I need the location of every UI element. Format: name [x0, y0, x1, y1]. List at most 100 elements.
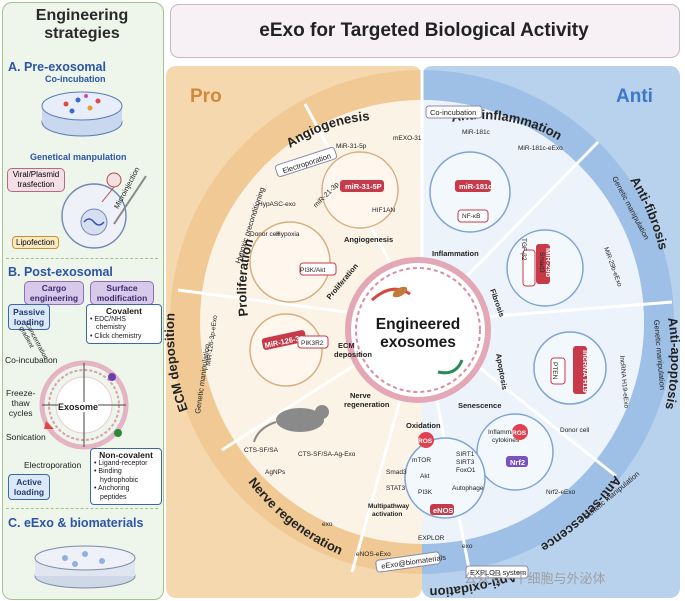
t-inflammatory-2: cytokines — [492, 437, 520, 444]
t-hypasc: HypASC-exo — [258, 201, 296, 208]
noncovalent-item-3: hydrophobic — [100, 476, 139, 484]
in-ecm-1: ECM — [338, 341, 355, 350]
detail-circles — [249, 151, 607, 519]
cargo-engineering-pill: Cargo engineering — [24, 281, 84, 305]
covalent-title: Covalent — [106, 306, 142, 316]
t-mir181c: miR-181c — [459, 182, 492, 191]
freeze-thaw-label: Freeze- thaw cycles — [6, 388, 35, 418]
in-nerve-2: regeneration — [344, 400, 390, 409]
t-exo-1: exo — [322, 521, 333, 528]
t-mir181c-exo: MiR-181c-eExo — [518, 145, 563, 152]
center-line-1: Engineered — [375, 316, 461, 333]
mouse-icon — [276, 408, 324, 432]
cell-transfection-icon — [61, 172, 147, 249]
t-ros-2: ROS — [512, 430, 527, 437]
heading-line-2: strategies — [44, 25, 120, 42]
t-mtor: mTOR — [412, 457, 431, 464]
t-nfkb: NF-κB — [462, 213, 480, 220]
t-agnps: AgNPs — [265, 469, 286, 476]
divider-1 — [6, 258, 158, 259]
cargo-line-2: engineering — [29, 293, 79, 303]
t-stat3: STAT3 — [386, 485, 406, 492]
covalent-item-3: • Click chemistry — [90, 332, 142, 340]
noncovalent-item-2: • Binding — [94, 468, 122, 475]
freeze-line-3: cycles — [8, 408, 33, 418]
t-mexo31: mEXO-31 — [393, 135, 422, 142]
noncovalent-item-4: • Anchoring — [94, 485, 130, 492]
surface-line-1: Surface — [106, 283, 138, 293]
t-pi3k: PI3K — [418, 489, 433, 496]
noncovalent-title: Non-covalent — [99, 450, 153, 460]
t-pten: PTEN — [551, 362, 558, 380]
t-pik3r2: PIK3R2 — [301, 340, 324, 347]
t-akt: Akt — [420, 473, 430, 480]
sonication-label: Sonication — [6, 432, 46, 442]
t-nrf2-exo: Nrf2-eExo — [546, 489, 576, 496]
noncovalent-item-1: • Ligand-receptor — [94, 459, 148, 467]
viral-transfection-box: Viral/Plasmid trasfection — [7, 168, 65, 192]
t-pi3k-akt: PI3K/Akt — [300, 267, 325, 274]
center-line-2: exosomes — [380, 334, 456, 351]
t-mir181c-top: MiR-181c — [462, 129, 491, 136]
in-senescence: Senescence — [458, 401, 501, 410]
genetic-manipulation-label: Genetical manpulation — [30, 152, 127, 162]
in-ecm-2: deposition — [334, 350, 372, 359]
post-coincubation-label: Co-incubation — [5, 355, 58, 365]
t-multipathway-1: Multipathway — [368, 503, 410, 510]
t-ros-1: ROS — [418, 438, 433, 445]
lipofection-label: Lipofection — [12, 236, 59, 249]
t-foxo1: FoxO1 — [456, 467, 476, 474]
heading-line-1: Engineering — [35, 7, 129, 24]
exosome-label: Exosome — [58, 402, 99, 412]
post-exosomal-title: B. Post-exosomal — [8, 265, 113, 279]
t-sirt3: SIRT3 — [456, 459, 475, 466]
t-mir31-top: MiR-31-5p — [336, 143, 367, 150]
freeze-line-1: Freeze- — [6, 388, 36, 398]
t-lncrna: lncRNA H19 — [581, 350, 590, 393]
viral-line-1: Viral/Plasmid — [12, 170, 60, 179]
t-donor-cell-2: Donor cell — [560, 427, 590, 434]
in-nerve-1: Nerve — [350, 391, 371, 400]
t-donor-cell-1: Donor cell — [250, 231, 280, 238]
t-enos-exo: eNOS-eExo — [356, 551, 391, 558]
divider-2 — [6, 508, 158, 509]
in-inflammation: Inflammation — [432, 249, 479, 258]
t-mir31: miR-31-5P — [345, 182, 382, 191]
t-smad3: Smad3 — [538, 252, 545, 273]
passive-line-1: Passive — [13, 307, 45, 317]
t-smad3b: Smad3 — [386, 469, 407, 476]
anti-label: Anti — [616, 86, 653, 107]
t-multipathway-2: activation — [372, 511, 402, 518]
m-coincubation: Co-incubation — [430, 108, 476, 117]
t-mir29b: MiR-29b — [544, 248, 553, 278]
noncovalent-box: Non-covalent • Ligand-receptor • Binding… — [90, 448, 162, 505]
active-line-2: loading — [13, 487, 45, 497]
t-tgfb2: TGF-β2 — [520, 238, 527, 261]
covalent-box: Covalent • EDC/NHS chemistry • Click che… — [86, 304, 162, 344]
pro-label: Pro — [190, 86, 222, 107]
t-hif1an: HIF1AN — [372, 207, 395, 214]
covalent-item-2: chemistry — [96, 324, 126, 331]
center-exosome — [345, 257, 491, 403]
t-lncrna-exo: lncRNA H19-eExo — [618, 356, 630, 409]
center-label: Engineered exosomes — [360, 316, 476, 352]
red-badges: Nrf2 eNOS ROS ROS — [418, 424, 528, 515]
m-explor: EXPLOR system — [470, 568, 526, 577]
title-box — [170, 4, 680, 58]
in-angiogenesis: Angiogenesis — [344, 235, 393, 244]
t-hypoxia: Hypoxia — [276, 231, 300, 238]
in-oxidation: Oxidation — [406, 421, 441, 430]
passive-loading-box: Passive loading — [8, 304, 50, 330]
t-exo-2: exo — [462, 543, 473, 550]
freeze-line-2: thaw — [11, 398, 30, 408]
passive-line-2: loading — [13, 317, 45, 327]
t-inflammatory-1: Inflammatory — [488, 429, 526, 436]
noncovalent-item-5: peptides — [100, 493, 127, 501]
active-loading-box: Active loading — [8, 474, 50, 500]
t-ctssfsa: CTS-SF/SA — [244, 447, 279, 454]
t-enos: eNOS — [433, 506, 453, 515]
t-autophage: Autophage — [452, 485, 484, 492]
petri-dish-icon — [41, 91, 123, 137]
t-explor: EXPLOR — [418, 535, 445, 542]
